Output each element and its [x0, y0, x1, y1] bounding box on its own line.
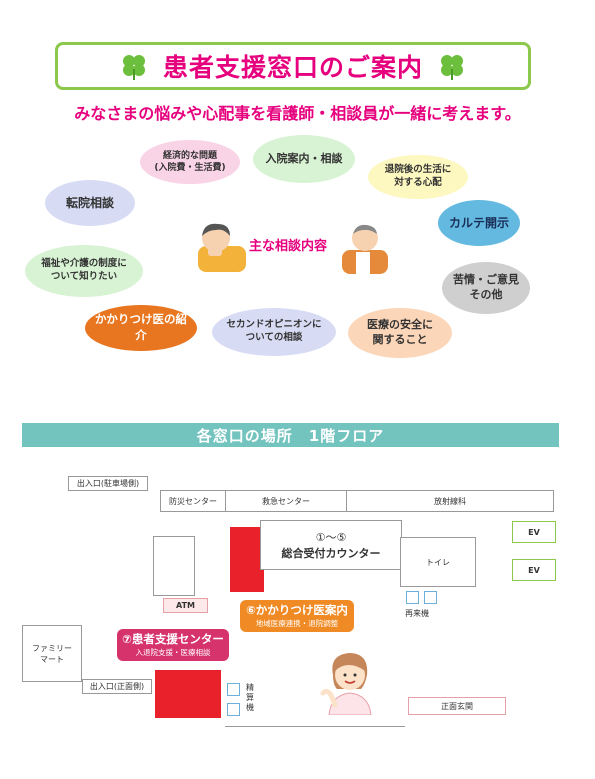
- payment-machine-2: [227, 703, 240, 716]
- payment-machine-1: [227, 683, 240, 696]
- support-sub: 入退院支援・医療相談: [135, 648, 211, 657]
- kakaritsuke-sub: 地域医療連携・退院調整: [255, 619, 339, 628]
- bubble-transfer: 転院相談: [45, 180, 135, 226]
- red-area-support-center: [155, 670, 221, 718]
- bubble-text: その他: [469, 288, 503, 301]
- page-title: 患者支援窓口のご案内: [58, 45, 528, 87]
- payment-label: 精算機: [246, 683, 256, 713]
- bubble-text: かかりつけ医の紹介: [94, 312, 188, 342]
- kakaritsuke-main: ⑥かかりつけ医案内: [246, 603, 348, 617]
- elderly-man-illustration: [342, 224, 388, 274]
- atm: ATM: [163, 598, 208, 613]
- subtitle: みなさまの悩みや心配事を看護師・相談員が一緒に考えます。: [74, 104, 521, 123]
- radiology: 放射線科: [346, 490, 554, 512]
- revisit-label: 再来機: [405, 609, 429, 618]
- red-area-kakaritsuke: [230, 527, 264, 592]
- bubble-second-opinion: セカンドオピニオンについての相談: [212, 308, 336, 356]
- bubble-text: 退院後の生活に: [384, 164, 452, 176]
- bubble-text: (入院費・生活費): [154, 163, 226, 173]
- bubble-admission: 入院案内・相談: [253, 135, 355, 183]
- family-mart: ファミリー マート: [22, 625, 82, 682]
- counter-range: ①～⑤: [315, 531, 347, 544]
- floor-heading: 各窓口の場所 1階フロア: [22, 423, 559, 447]
- bubble-text: 医療の安全に: [367, 318, 433, 332]
- bubble-text: ついて知りたい: [50, 271, 118, 282]
- disaster-center: 防災センター: [160, 490, 226, 512]
- elderly-woman-illustration: [198, 223, 246, 272]
- bubble-family-doctor: かかりつけ医の紹介: [85, 305, 197, 351]
- center-label: 主な相談内容: [249, 239, 328, 254]
- ev-2: EV: [512, 559, 556, 581]
- revisit-machine-2: [424, 591, 437, 604]
- front-entrance: 正面玄関: [408, 697, 506, 715]
- bubble-text: 対する心配: [394, 177, 442, 188]
- support-center-callout: ⑦患者支援センター 入退院支援・医療相談: [117, 629, 229, 661]
- bubble-economic: 経済的な問題 (入院費・生活費): [140, 140, 240, 184]
- bubble-text: 経済的な問題: [162, 150, 217, 161]
- revisit-machine-1: [406, 591, 419, 604]
- bubble-text: 福祉や介護の制度に: [41, 258, 127, 270]
- bubble-text: ついての相談: [245, 332, 303, 343]
- bubble-text: 関すること: [372, 333, 428, 346]
- bubble-after-discharge: 退院後の生活に対する心配: [368, 155, 468, 199]
- clover-icon: [441, 55, 463, 80]
- bubble-records: カルテ開示: [438, 200, 520, 246]
- bubble-text: 苦情・ご意見: [453, 273, 519, 287]
- bubble-text: セカンドオピニオンに: [226, 319, 322, 331]
- bubble-text: 入院案内・相談: [265, 151, 343, 165]
- payment-text: 精算機: [246, 683, 254, 712]
- counter-name: 総合受付カウンター: [281, 547, 381, 560]
- entrance-parking: 出入口(駐車場側): [68, 476, 148, 491]
- clover-icon: [122, 55, 145, 80]
- reception-counter: ①～⑤ 総合受付カウンター: [260, 520, 402, 570]
- toilet: トイレ: [400, 537, 476, 587]
- ev-1: EV: [512, 521, 556, 543]
- emergency-center: 救急センター: [225, 490, 347, 512]
- kakaritsuke-callout: ⑥かかりつけ医案内 地域医療連携・退院調整: [240, 600, 354, 632]
- bubble-welfare: 福祉や介護の制度について知りたい: [25, 245, 143, 297]
- bubble-text: カルテ開示: [448, 215, 509, 230]
- title-text: 患者支援窓口のご案内: [162, 53, 423, 82]
- family-mart-line1: ファミリー: [32, 643, 72, 653]
- bubble-safety: 医療の安全に関すること: [348, 308, 452, 358]
- atm-area: [153, 536, 195, 596]
- entrance-front: 出入口(正面側): [82, 679, 152, 694]
- nurse-illustration: [320, 653, 372, 715]
- bubble-complaints: 苦情・ご意見その他: [442, 262, 530, 314]
- support-main: ⑦患者支援センター: [122, 632, 224, 646]
- floor-bottom-line: [225, 726, 405, 727]
- family-mart-line2: マート: [40, 654, 64, 664]
- bubble-text: 転院相談: [65, 195, 114, 210]
- title-box: 患者支援窓口のご案内: [55, 42, 531, 90]
